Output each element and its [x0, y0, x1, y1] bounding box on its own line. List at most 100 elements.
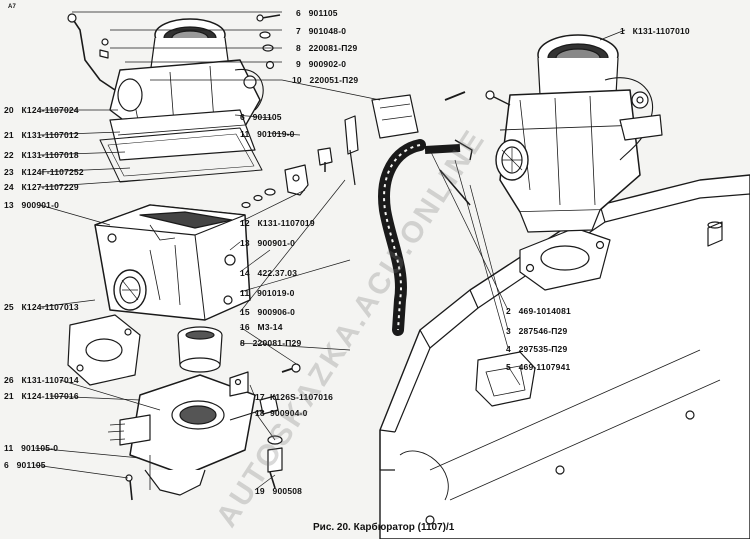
callout-11-low: 11 901019-0	[240, 288, 295, 298]
part-number: 900906-0	[257, 307, 296, 317]
part-number: 469-1014081	[518, 306, 571, 316]
part-number: 900904-0	[269, 408, 308, 418]
part-number: К124Г-1107252	[21, 167, 84, 177]
part-number: 901048-0	[308, 26, 347, 36]
callout-21-low: 21 К124-1107016	[4, 391, 79, 401]
callout-5: 5 469-1107941	[506, 362, 570, 372]
callout-19: 19 900508	[255, 486, 302, 496]
callout-21-top: 21 К131-1107012	[4, 130, 79, 140]
throttle-body	[107, 371, 263, 501]
callout-15: 15 900906-0	[240, 307, 295, 317]
part-number: М3-14	[257, 322, 283, 332]
callout-number: 13	[4, 200, 14, 210]
part-number: 422.37.03	[257, 268, 298, 278]
callout-number: 13	[240, 238, 250, 248]
part-number: 901105	[16, 460, 46, 470]
part-number: 220081-П29	[252, 338, 302, 348]
callout-7: 7 901048-0	[296, 26, 346, 36]
part-number: К124-1107024	[21, 105, 79, 115]
callout-12: 12 К131-1107019	[240, 218, 315, 228]
callout-number: 25	[4, 302, 14, 312]
carburetor-top-cover	[67, 13, 264, 183]
callout-number: 16	[240, 322, 250, 332]
callout-13-mid: 13 900901-0	[240, 238, 295, 248]
callout-number: 1	[620, 26, 625, 36]
float-chamber-body	[94, 204, 251, 321]
part-number: 901019-0	[257, 288, 295, 298]
callout-6-top: 6 901105	[296, 8, 338, 18]
part-number: К131-1107019	[257, 218, 315, 228]
callout-number: 24	[4, 182, 14, 192]
callout-16: 16 М3-14	[240, 322, 283, 332]
callout-number: 20	[4, 105, 14, 115]
callout-number: 22	[4, 150, 14, 160]
callout-number: 21	[4, 130, 14, 140]
part-number: 469-1107941	[518, 362, 571, 372]
callout-number: 10	[292, 75, 302, 85]
callout-14: 14 422.37.03	[240, 268, 297, 278]
part-number: К127-1107229	[21, 182, 79, 192]
assembled-carburetor	[485, 34, 663, 233]
callout-22: 22 К131-1107018	[4, 150, 79, 160]
callout-number: 2	[506, 306, 511, 316]
callout-number: 9	[296, 59, 301, 69]
part-number: К124-1107016	[21, 391, 79, 401]
callout-number: 15	[240, 307, 250, 317]
callout-number: 11	[4, 443, 14, 453]
callout-number: 23	[4, 167, 14, 177]
callout-number: 5	[506, 362, 511, 372]
callout-8-low: 8 220081-П29	[240, 338, 301, 348]
part-number: 901105	[308, 8, 338, 18]
part-number: 900902-0	[308, 59, 347, 69]
callout-number: 26	[4, 375, 14, 385]
callout-13-left: 13 900901-0	[4, 200, 59, 210]
callout-26: 26 К131-1107014	[4, 375, 79, 385]
figure-caption: Рис. 20. Карбюратор (1107)/1	[313, 522, 455, 533]
callout-1: 1 К131-1107010	[620, 26, 690, 36]
callout-number: 6	[240, 112, 245, 122]
callout-24: 24 К127-1107229	[4, 182, 79, 192]
callout-number: 14	[240, 268, 250, 278]
callout-number: 21	[4, 391, 14, 401]
callout-11-left: 11 901105-0	[4, 443, 58, 453]
part-number: К131-1107014	[21, 375, 79, 385]
callout-number: 12	[240, 218, 250, 228]
callout-20: 20 К124-1107024	[4, 105, 79, 115]
callout-number: 6	[296, 8, 301, 18]
corner-mark: A7	[8, 4, 17, 10]
callout-number: 18	[255, 408, 265, 418]
callout-3: 3 287546-П29	[506, 326, 567, 336]
callout-18: 18 900904-0	[255, 408, 308, 418]
fuel-hose	[378, 139, 473, 336]
part-number: К131-1107012	[21, 130, 79, 140]
part-number: К131-1107018	[21, 150, 79, 160]
callout-9: 9 900902-0	[296, 59, 346, 69]
leader-lines	[34, 11, 626, 491]
callout-number: 8	[240, 338, 245, 348]
part-number: К131-1107010	[632, 26, 690, 36]
part-number: 901105-0	[21, 443, 59, 453]
callout-2: 2 469-1014081	[506, 306, 571, 316]
callout-number: 3	[506, 326, 511, 336]
callout-10: 10 220051-П29	[292, 75, 358, 85]
callout-6-left: 6 901105	[4, 460, 46, 470]
callout-number: 11	[240, 288, 250, 298]
part-number: 220051-П29	[309, 75, 359, 85]
callout-number: 6	[4, 460, 9, 470]
part-number: 900901-0	[21, 200, 60, 210]
callout-number: 4	[506, 344, 511, 354]
callout-25: 25 К124-1107013	[4, 302, 79, 312]
part-number: 901019-0	[257, 129, 295, 139]
part-number: 220081-П29	[308, 43, 358, 53]
callout-number: 8	[296, 43, 301, 53]
callout-11-mid: 11 901019-0	[240, 129, 295, 139]
part-number: 900901-0	[257, 238, 296, 248]
part-number: 287546-П29	[518, 326, 568, 336]
callout-23: 23 К124Г-1107252	[4, 167, 84, 177]
small-hardware	[234, 14, 466, 489]
callout-17: 17 К126S-1107016	[255, 392, 333, 402]
part-number: 900508	[272, 486, 303, 496]
engine-block	[379, 174, 750, 539]
callout-6-mid: 6 901105	[240, 112, 282, 122]
